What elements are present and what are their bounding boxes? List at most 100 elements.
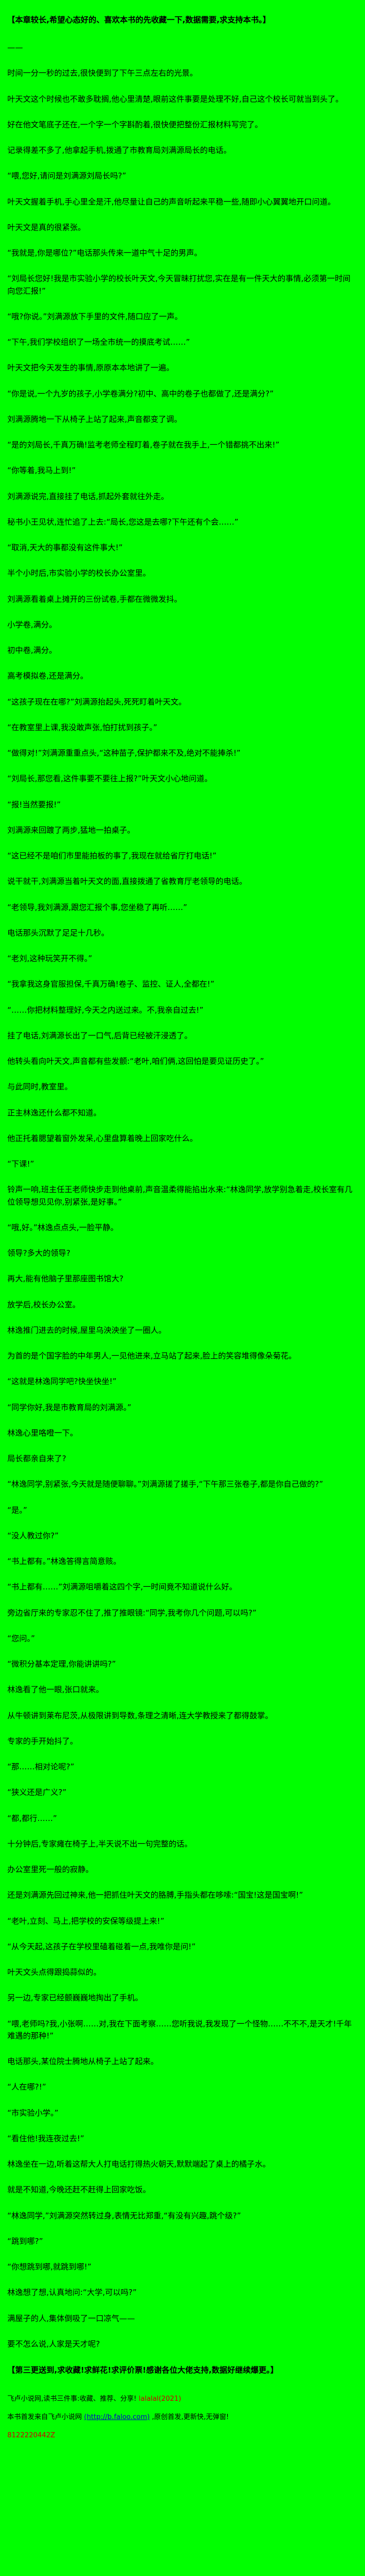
paragraph: 他正托着腮望着窗外发呆,心里盘算着晚上回家吃什么。	[7, 1133, 198, 1143]
faloo-site-link[interactable]: (http://b.faloo.com)	[84, 2413, 150, 2421]
paragraph: “微积分基本定理,你能讲讲吗?”	[7, 1659, 116, 1669]
paragraph: 专家的手开始抖了。	[7, 1736, 78, 1746]
paragraph: “林逸同学,别紧张,今天就是随便聊聊。”刘满源搓了搓手,“下午那三张卷子,都是你…	[7, 1479, 323, 1489]
footer-source-prefix: 本书首发来自飞卢小说网	[7, 2413, 82, 2421]
paragraph: 好在他文笔底子还在,一个字一个字斟酌着,很快便把整份汇报材料写完了。	[7, 119, 263, 129]
paragraph: 林逸坐在一边,听着这帮大人打电话打得热火朝天,默默端起了桌上的橘子水。	[7, 2159, 271, 2169]
paragraph: “我拿我这身官服担保,千真万确!卷子、监控、证人,全都在!”	[7, 979, 215, 989]
paragraph: 就是不知道,今晚还赶不赶得上回家吃饭。	[7, 2185, 151, 2195]
paragraph: 挂了电话,刘满源长出了一口气,后背已经被汗浸透了。	[7, 1030, 192, 1040]
paragraph: “哦?你说。”刘满源放下手里的文件,随口应了一声。	[7, 311, 182, 321]
paragraph: “人在哪?!”	[7, 2082, 46, 2092]
paragraph: “这就是林逸同学吧?快坐快坐!”	[7, 1377, 117, 1387]
paragraph: “市实验小学。”	[7, 2108, 59, 2118]
paragraph: 叶天文是真的很紧张。	[7, 222, 86, 232]
paragraph: 刘满源来回踱了两步,猛地一拍桌子。	[7, 825, 135, 835]
paragraph: “做得对!”刘满源重重点头,“这种苗子,保护都来不及,绝对不能捧杀!”	[7, 748, 241, 758]
paragraph: “是的刘局长,千真万确!监考老师全程盯着,卷子就在我手上,一个错都挑不出来!”	[7, 440, 279, 449]
paragraph: “书上都有……”刘满源咀嚼着这四个字,一时间竟不知道说什么好。	[7, 1582, 237, 1592]
paragraph: 要不怎么说,人家是天才呢?	[7, 2339, 100, 2349]
paragraph: 林逸看了他一眼,张口就来。	[7, 1685, 104, 1695]
paragraph: 时间一分一秒的过去,很快便到了下午三点左右的光景。	[7, 68, 198, 78]
paragraph: 说干就干,刘满源当着叶天文的面,直接拨通了省教育厅老领导的电话。	[7, 877, 247, 886]
paragraph: “……你把材料整理好,今天之内送过来。不,我亲自过去!”	[7, 1005, 204, 1015]
paragraph: 另一边,专家已经颤巍巍地掏出了手机。	[7, 1993, 143, 2003]
paragraph: 叶天文把今天发生的事情,原原本本地讲了一遍。	[7, 363, 174, 373]
paragraph: “那……相对论呢?”	[7, 1762, 75, 1771]
paragraph: “是。”	[7, 1505, 28, 1515]
paragraph: 刘满源看着桌上摊开的三份试卷,手都在微微发抖。	[7, 594, 182, 604]
paragraph: 高考模拟卷,还是满分。	[7, 671, 88, 681]
paragraph: “都,都行……”	[7, 1813, 57, 1823]
paragraph: 记录得差不多了,他拿起手机,拨通了市教育局刘满源局长的电话。	[7, 145, 232, 155]
paragraph: “书上都有。”林逸答得言简意赅。	[7, 1557, 121, 1566]
paragraph: 为首的是个国字脸的中年男人,一见他进来,立马站了起来,脸上的笑容堆得像朵菊花。	[7, 1351, 297, 1360]
paragraph: “跳到哪?”	[7, 2236, 43, 2246]
author-bottom-notice: 【第三更送到,求收藏!求鲜花!求评价票!感谢各位大佬支持,数据好继续爆更。】	[7, 2365, 278, 2375]
paragraph: 局长都亲自来了?	[7, 1454, 66, 1463]
paragraph: “这已经不是咱们市里能拍板的事了,我现在就给省厅打电话!”	[7, 851, 217, 860]
paragraph: 电话那头沉默了足足十几秒。	[7, 928, 110, 938]
paragraph: 半个小时后,市实验小学的校长办公室里。	[7, 568, 151, 578]
paragraph: 初中卷,满分。	[7, 646, 57, 655]
paragraph: “林逸同学,”刘满源突然转过身,表情无比郑重,“有没有兴趣,跳个级?”	[7, 2210, 241, 2220]
paragraph: “取消,天大的事都没有这件事大!”	[7, 543, 123, 552]
paragraph: 叶天文这个时候也不敢多耽搁,他心里清楚,眼前这件事要是处理不好,自己这个校长可就…	[7, 94, 344, 104]
paragraph: “下午,我们学校组织了一场全市统一的摸底考试……”	[7, 337, 190, 347]
paragraph: ——	[7, 43, 23, 52]
paragraph: 刘满源说完,直接挂了电话,抓起外套就往外走。	[7, 491, 169, 501]
paragraph: 放学后,校长办公室。	[7, 1299, 80, 1309]
paragraph: 他转头看向叶天文,声音都有些发颤:“老叶,咱们俩,这回怕是要见证历史了。”	[7, 1056, 264, 1066]
paragraph: 正主林逸还什么都不知道。	[7, 1108, 102, 1117]
paragraph: 从牛顿讲到莱布尼茨,从极限讲到导数,条理之清晰,连大学教授来了都得鼓掌。	[7, 1710, 273, 1720]
paragraph: 叶天文头点得跟捣蒜似的。	[7, 1967, 102, 1977]
paragraph: 小学卷,满分。	[7, 619, 57, 629]
paragraph: “刘局长,那您看,这件事要不要往上报?”叶天文小心地问道。	[7, 774, 213, 784]
author-top-notice: 【本章较长,希望心态好的、喜欢本书的先收藏一下,数据需要,求支持本书。】	[7, 15, 271, 25]
paragraph: 满屋子的人,集体倒吸了一口凉气——	[7, 2313, 135, 2323]
paragraph: “狭义还是广义?”	[7, 1788, 67, 1797]
paragraph: “老刘,这种玩笑开不得。”	[7, 954, 92, 963]
paragraph: “刘局长您好!我是市实验小学的校长叶天文,今天冒昧打扰您,实在是有一件天大的事情…	[7, 274, 351, 296]
paragraph: 秘书小王见状,连忙追了上去:“局长,您这是去哪?下午还有个会……”	[7, 517, 239, 527]
footer-source-suffix: ,原创首发,更新快,无弹窗!	[152, 2413, 229, 2421]
paragraph: 再大,能有他脑子里那座图书馆大?	[7, 1274, 124, 1284]
chapter-body: —— 时间一分一秒的过去,很快便到了下午三点左右的光景。叶天文这个时候也不敢多耽搁…	[7, 42, 358, 2350]
paragraph: 叶天文握着手机,手心里全是汗,他尽量让自己的声音听起来平稳一些,随即小心翼翼地开…	[7, 197, 336, 206]
footer-promo-line: 飞卢小说网,读书三件事:收藏、推荐、分享! lalalal(2021)	[7, 2394, 358, 2405]
paragraph: 林逸想了想,认真地问:“大学,可以吗?”	[7, 2288, 137, 2298]
paragraph: “老领导,我刘满源,跟您汇报个事,您坐稳了再听……”	[7, 902, 187, 912]
footer-promo-tag: lalalal(2021)	[138, 2395, 181, 2403]
paragraph: “你是说,一个九岁的孩子,小学卷满分?初中、高中的卷子也都做了,还是满分?”	[7, 388, 274, 398]
paragraph: “报!当然要报!”	[7, 799, 61, 809]
paragraph: 旁边省厅来的专家忍不住了,推了推眼镜:“同学,我考你几个问题,可以吗?”	[7, 1608, 257, 1618]
paragraph: “没人教过你?”	[7, 1530, 59, 1540]
paragraph: 十分钟后,专家瘫在椅子上,半天说不出一句完整的话。	[7, 1839, 192, 1849]
paragraph: 铃声一响,班主任王老师快步走到他桌前,声音温柔得能掐出水来:“林逸同学,放学别急…	[7, 1185, 352, 1207]
paragraph: 林逸推门进去的时候,屋里乌泱泱坐了一圈人。	[7, 1325, 166, 1335]
paragraph: “同学你好,我是市教育局的刘满源。”	[7, 1402, 131, 1412]
paragraph: 领导?多大的领导?	[7, 1248, 70, 1258]
paragraph: “哦,好。”林逸点点头,一脸平静。	[7, 1222, 118, 1232]
paragraph: 还是刘满源先回过神来,他一把抓住叶天文的胳膊,手指头都在哆嗦:“国宝!这是国宝啊…	[7, 1890, 303, 1900]
footer-promo-text: 飞卢小说网,读书三件事:收藏、推荐、分享!	[7, 2395, 137, 2403]
page-footer: 飞卢小说网,读书三件事:收藏、推荐、分享! lalalal(2021) 本书首发…	[7, 2394, 358, 2441]
paragraph: “下课!”	[7, 1159, 34, 1169]
footer-source-line: 本书首发来自飞卢小说网 (http://b.faloo.com) ,原创首发,更…	[7, 2412, 358, 2423]
paragraph: “从今天起,这孩子在学校里磕着碰着一点,我唯你是问!”	[7, 1941, 196, 1951]
paragraph: “你等着,我马上到!”	[7, 466, 76, 476]
paragraph: 办公室里死一般的寂静。	[7, 1865, 94, 1874]
paragraph: 林逸心里咯噔一下。	[7, 1428, 78, 1438]
paragraph: “在教室里上课,我没敢声张,怕打扰到孩子。”	[7, 722, 157, 732]
paragraph: “喂,老师吗?我,小张啊……对,我在下面考察……您听我说,我发现了一个怪物……不…	[7, 2019, 352, 2040]
paragraph: “我就是,你是哪位?”电话那头传来一道中气十足的男声。	[7, 248, 202, 258]
paragraph: “你想跳到哪,就跳到哪!”	[7, 2262, 92, 2271]
paragraph: “喂,您好,请问是刘满源刘局长吗?”	[7, 171, 127, 181]
footer-code: 8122220442Z	[7, 2431, 55, 2439]
paragraph: “老叶,立刻、马上,把学校的安保等级提上来!”	[7, 1916, 165, 1926]
paragraph: “看住他!我连夜过去!”	[7, 2133, 84, 2143]
paragraph: 刘满源腾地一下从椅子上站了起来,声音都变了调。	[7, 414, 182, 424]
paragraph: “您问。”	[7, 1633, 35, 1643]
paragraph: “这孩子现在在哪?”刘满源抬起头,死死盯着叶天文。	[7, 697, 187, 707]
